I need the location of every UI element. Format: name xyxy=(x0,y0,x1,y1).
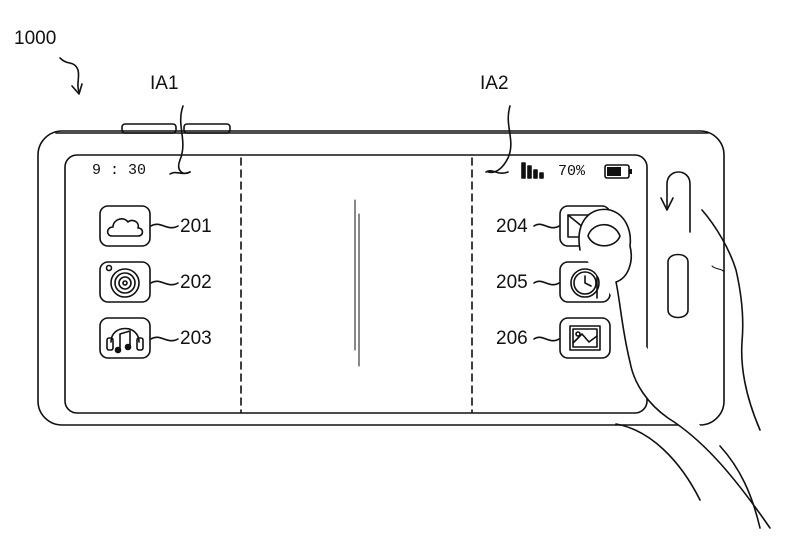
ref-201: 201 xyxy=(180,216,212,237)
leader-202 xyxy=(150,280,179,286)
ia1-leader xyxy=(177,105,191,175)
ref-203: 203 xyxy=(180,328,212,349)
status-battery-percent: 70% xyxy=(558,163,586,180)
figure-label: 1000 xyxy=(14,28,57,49)
hand-thumb-nail xyxy=(587,223,621,247)
ref-206: 206 xyxy=(496,328,528,349)
volume-button-1 xyxy=(121,123,177,134)
leader-201 xyxy=(150,223,179,229)
ref-204: 204 xyxy=(496,216,528,237)
hand-palm xyxy=(615,423,701,501)
picture-icon xyxy=(569,325,601,351)
area-label-ia1: IA1 xyxy=(150,73,179,94)
status-time: 9 : 30 xyxy=(92,162,147,179)
area-label-ia2: IA2 xyxy=(480,73,509,94)
camera-lens-icon xyxy=(105,264,140,298)
volume-button-2 xyxy=(183,123,231,134)
app-203-frame xyxy=(99,317,151,359)
headphones-music-icon xyxy=(106,327,144,354)
ref-202: 202 xyxy=(180,272,212,293)
app-201-frame xyxy=(99,205,151,247)
clock-icon xyxy=(570,267,600,299)
device-body xyxy=(37,130,725,426)
app-206-frame xyxy=(559,317,611,359)
hand xyxy=(578,208,771,529)
leader-203 xyxy=(150,336,179,342)
leader-204 xyxy=(533,223,560,229)
hand-back xyxy=(701,209,761,431)
battery-icon xyxy=(604,164,632,179)
device-screen xyxy=(64,154,648,414)
ref-205: 205 xyxy=(496,272,528,293)
app-202-frame xyxy=(99,261,151,303)
device-side-slot xyxy=(667,253,689,319)
leader-206 xyxy=(533,336,560,342)
figure-leader-arrowhead xyxy=(71,83,83,95)
figure-leader-arrow xyxy=(59,57,80,93)
ia2-leader xyxy=(487,105,512,174)
time-tilde xyxy=(169,171,191,175)
leader-205 xyxy=(533,280,560,286)
rotate-arrow-icon xyxy=(660,171,691,233)
cloud-icon xyxy=(106,218,144,237)
hand-wrist xyxy=(719,445,761,529)
hand-crease xyxy=(711,265,725,273)
signal-bars-icon xyxy=(521,162,544,179)
signal-tilde xyxy=(485,170,509,174)
